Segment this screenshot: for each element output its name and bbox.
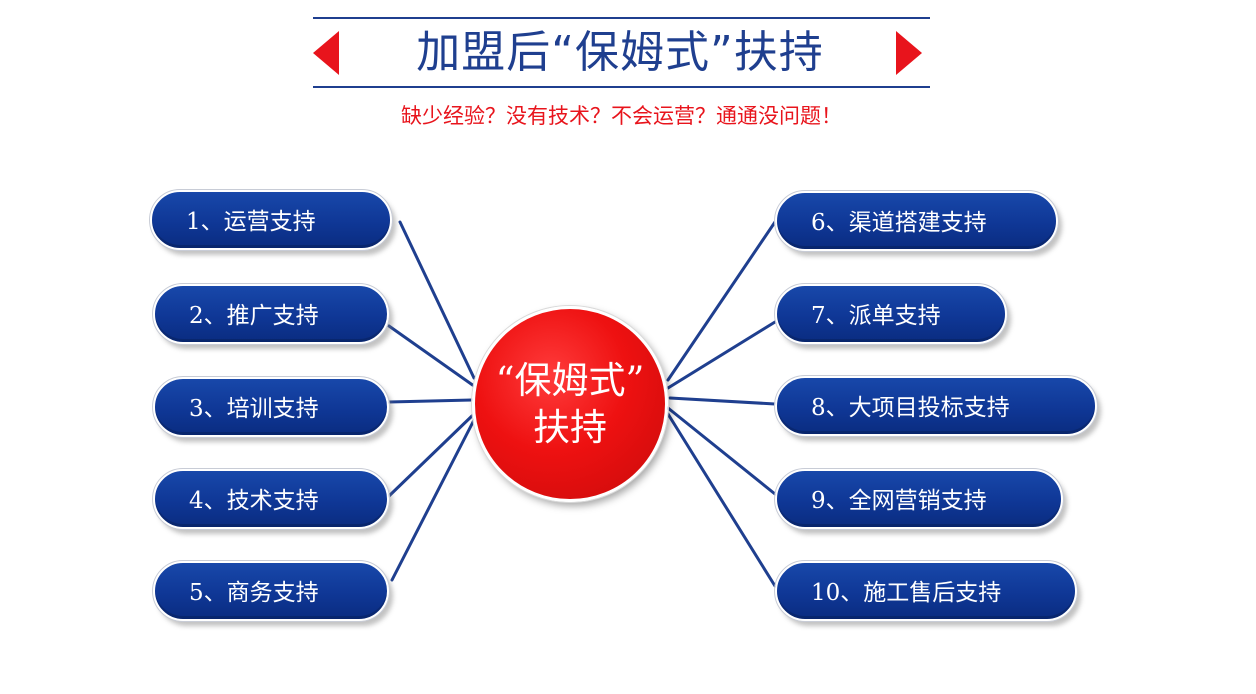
connector-line <box>668 396 777 406</box>
connector-line <box>666 412 777 588</box>
support-item-1: 1、运营支持 <box>149 189 393 251</box>
connector-line <box>666 406 777 496</box>
connector-line <box>387 324 476 388</box>
support-item-10: 10、施工售后支持 <box>774 560 1078 622</box>
right-arrow-icon <box>896 31 922 75</box>
support-item-2: 2、推广支持 <box>152 283 390 345</box>
connector-line <box>398 220 476 380</box>
center-line-2: 扶持 <box>533 406 607 449</box>
page-subtitle: 缺少经验？没有技术？不会运营？通通没问题！ <box>401 104 842 128</box>
support-item-7: 7、派单支持 <box>774 283 1008 345</box>
support-item-8: 8、大项目投标支持 <box>774 375 1098 437</box>
title-bottom-rule <box>313 86 930 88</box>
support-item-3: 3、培训支持 <box>152 376 390 438</box>
connector-line <box>387 412 476 498</box>
page-title: 加盟后“保姆式”扶持 <box>416 27 824 78</box>
center-hub: “保姆式” 扶持 <box>472 306 668 502</box>
connector-line <box>666 220 777 382</box>
connector-line <box>387 398 474 404</box>
support-item-4: 4、技术支持 <box>152 468 390 530</box>
center-line-1: “保姆式” <box>495 359 645 402</box>
connector-line <box>666 320 777 390</box>
connector-line <box>390 418 476 582</box>
support-item-5: 5、商务支持 <box>152 560 390 622</box>
title-top-rule <box>313 17 930 19</box>
left-arrow-icon <box>313 31 339 75</box>
support-item-9: 9、全网营销支持 <box>774 468 1064 530</box>
support-item-6: 6、渠道搭建支持 <box>774 190 1059 252</box>
